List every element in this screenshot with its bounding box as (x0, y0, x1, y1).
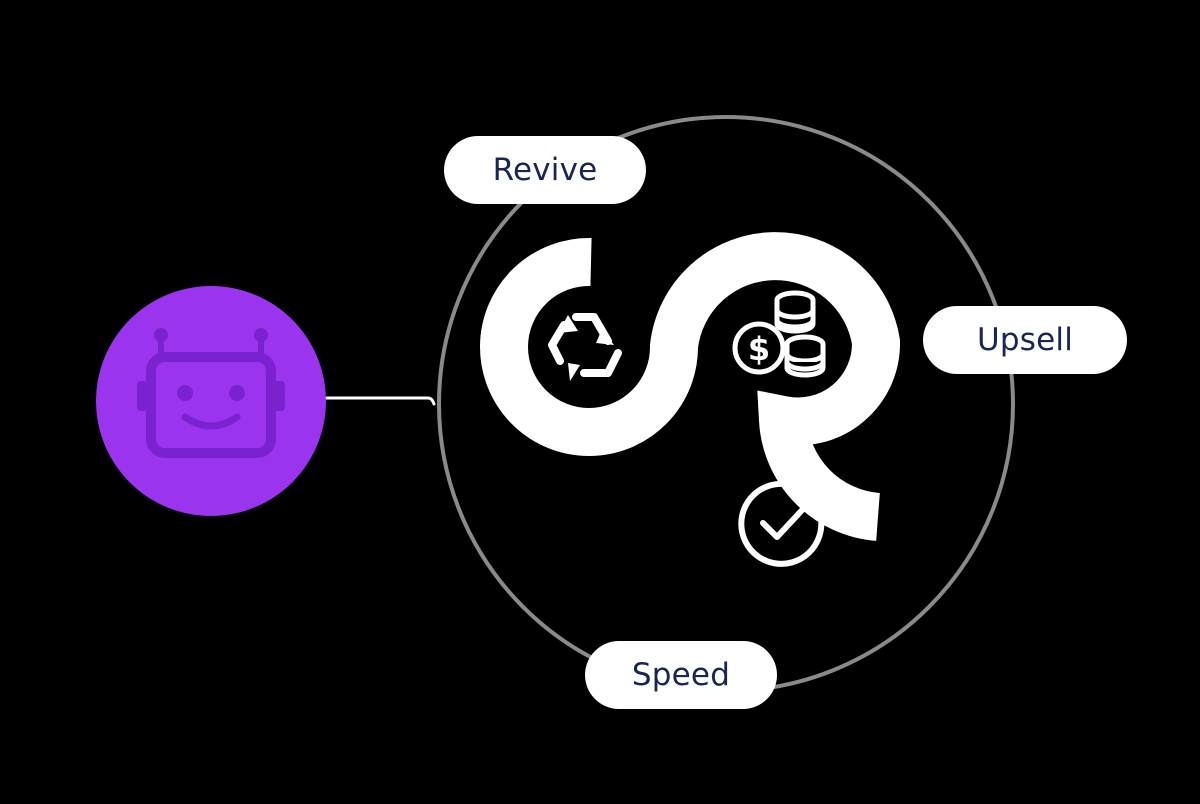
upsell-label: Upsell (923, 306, 1127, 374)
svg-text:$: $ (748, 330, 770, 368)
revive-label: Revive (444, 136, 646, 204)
coins-dollar-icon: $ (732, 290, 826, 378)
assistant-circle (96, 286, 326, 516)
robot-icon (137, 328, 285, 458)
revive-label-text: Revive (492, 152, 598, 188)
check-circle-icon (738, 480, 825, 567)
recycle-icon (548, 313, 622, 381)
speed-label-text: Speed (631, 657, 731, 693)
spiral-band (480, 232, 900, 541)
upsell-label-text: Upsell (976, 322, 1074, 358)
connector-line (324, 396, 436, 406)
band-top (480, 232, 900, 541)
speed-label: Speed (585, 641, 777, 709)
